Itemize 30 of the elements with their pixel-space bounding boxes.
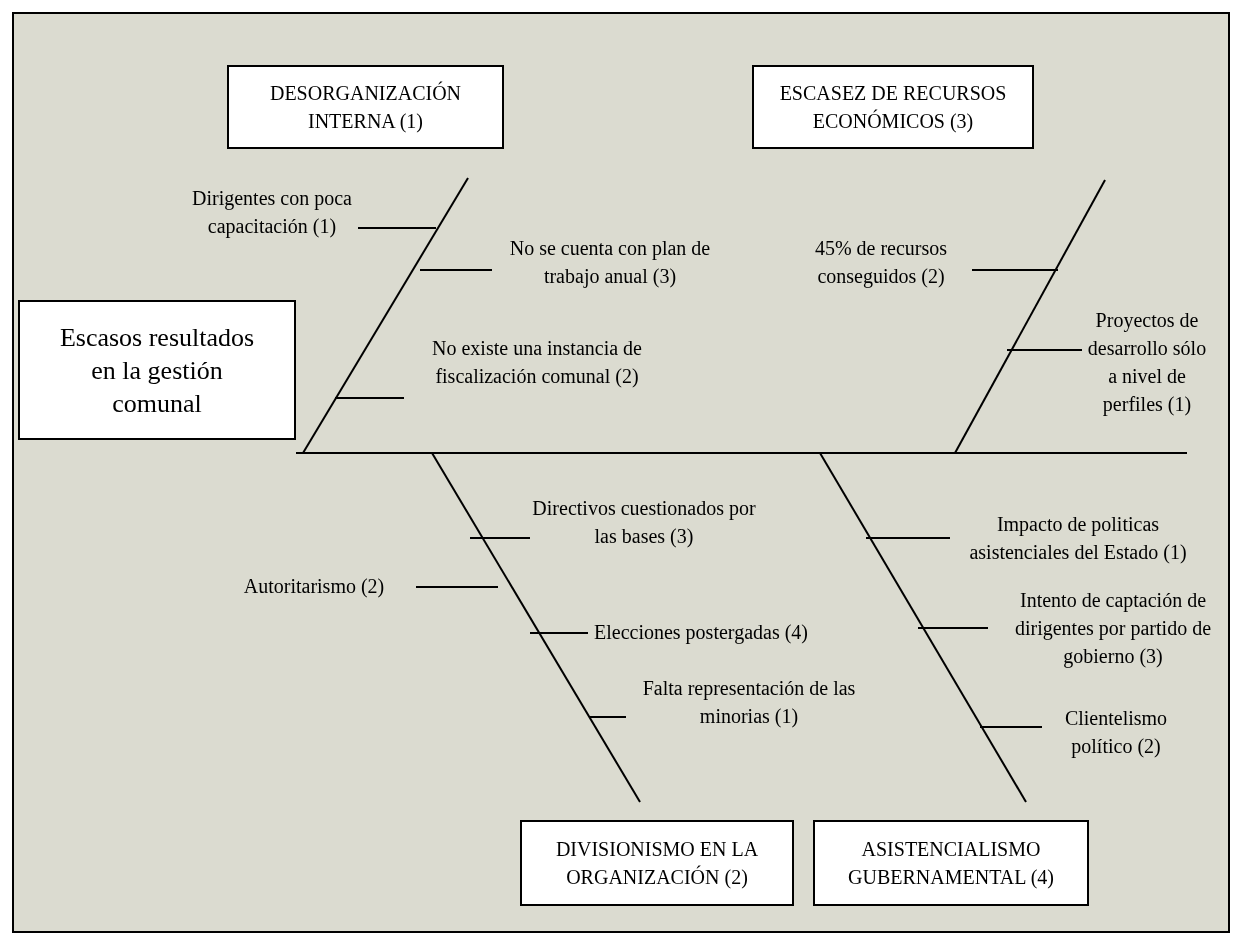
cause-text: Intento de captación de dirigentes por partido de gobierno (3)	[988, 586, 1238, 678]
leader-line	[865, 537, 951, 539]
spine-line	[295, 452, 1188, 454]
category-box: DESORGANIZACIÓN INTERNA (1)	[227, 65, 504, 149]
leader-line	[334, 397, 405, 399]
cause-text: Proyectos de desarrollo sólo a nivel de perfiles (1)	[1082, 306, 1212, 456]
leader-line	[1006, 349, 1083, 351]
leader-line	[419, 269, 493, 271]
leader-line	[529, 632, 589, 634]
leader-line	[357, 227, 437, 229]
category-box: ESCASEZ DE RECURSOS ECONÓMICOS (3)	[752, 65, 1034, 149]
leader-line	[971, 269, 1059, 271]
leader-line	[979, 726, 1043, 728]
leader-line	[469, 537, 531, 539]
leader-line	[589, 716, 627, 718]
cause-text: No se cuenta con plan de trabajo anual (3)	[492, 234, 728, 296]
cause-text: Clientelismo político (2)	[1042, 704, 1190, 766]
cause-text: Impacto de politicas asistenciales del Estado (1)	[950, 510, 1206, 572]
cause-text: 45% de recursos conseguidos (2)	[790, 234, 972, 296]
cause-text: Dirigentes con poca capacitación (1)	[186, 184, 358, 240]
cause-text: Autoritarismo (2)	[212, 572, 416, 602]
cause-text: Falta representación de las minorias (1)	[626, 674, 872, 736]
cause-text: Elecciones postergadas (4)	[588, 618, 814, 648]
effect-box: Escasos resultados en la gestión comunal	[18, 300, 296, 440]
cause-text: No existe una instancia de fiscalización comunal (2)	[404, 334, 670, 396]
leader-line	[917, 627, 989, 629]
category-box: DIVISIONISMO EN LA ORGANIZACIÓN (2)	[520, 820, 794, 906]
leader-line	[415, 586, 499, 588]
cause-text: Directivos cuestionados por las bases (3)	[530, 494, 758, 556]
category-box: ASISTENCIALISMO GUBERNAMENTAL (4)	[813, 820, 1089, 906]
